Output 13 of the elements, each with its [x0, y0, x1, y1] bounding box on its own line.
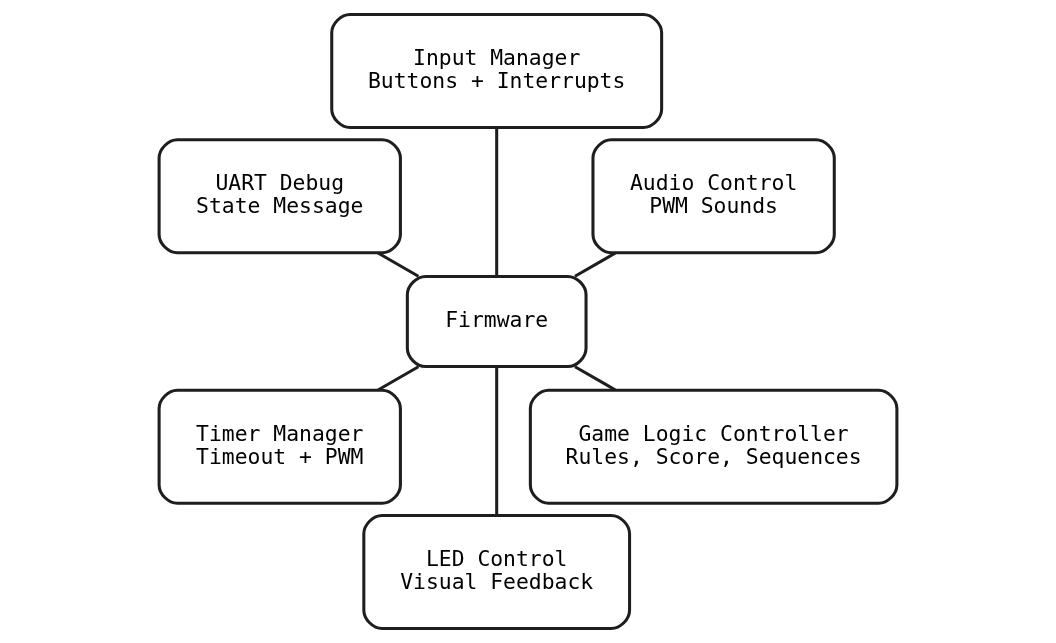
node-box: UART Debug State Message	[157, 138, 402, 255]
node-box: Audio Control PWM Sounds	[591, 138, 836, 255]
node-box: Game Logic Controller Rules, Score, Sequences	[528, 388, 899, 505]
node-box: Timer Manager Timeout + PWM	[157, 388, 402, 505]
connector	[495, 127, 499, 277]
node-box: Firmware	[405, 274, 588, 369]
node-box: Input Manager Buttons + Interrupts	[330, 12, 664, 130]
connector	[377, 365, 420, 392]
connector	[574, 365, 617, 392]
connector	[574, 251, 617, 278]
connector	[495, 366, 499, 516]
node-box: LED Control Visual Feedback	[362, 513, 632, 631]
connector	[377, 251, 420, 278]
